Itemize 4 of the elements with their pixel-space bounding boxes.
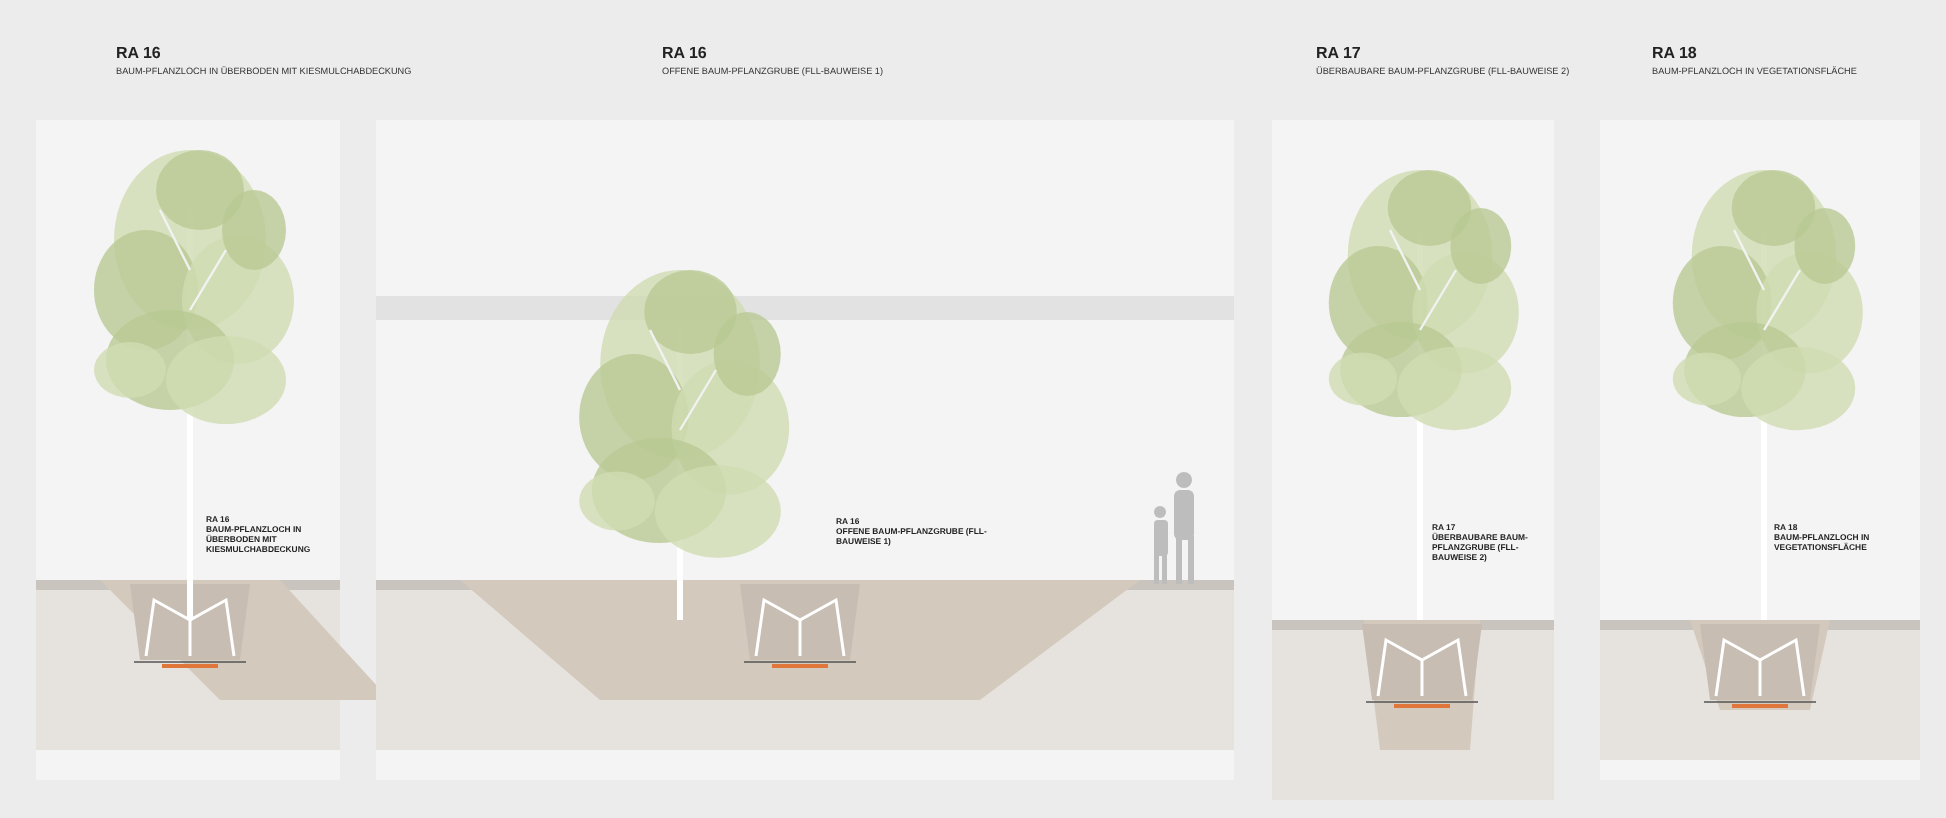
section-code: RA 16 bbox=[116, 44, 161, 62]
section-code: RA 18 bbox=[1652, 44, 1697, 62]
section-code: RA 16 bbox=[662, 44, 707, 62]
section-code: RA 17 bbox=[1316, 44, 1361, 62]
